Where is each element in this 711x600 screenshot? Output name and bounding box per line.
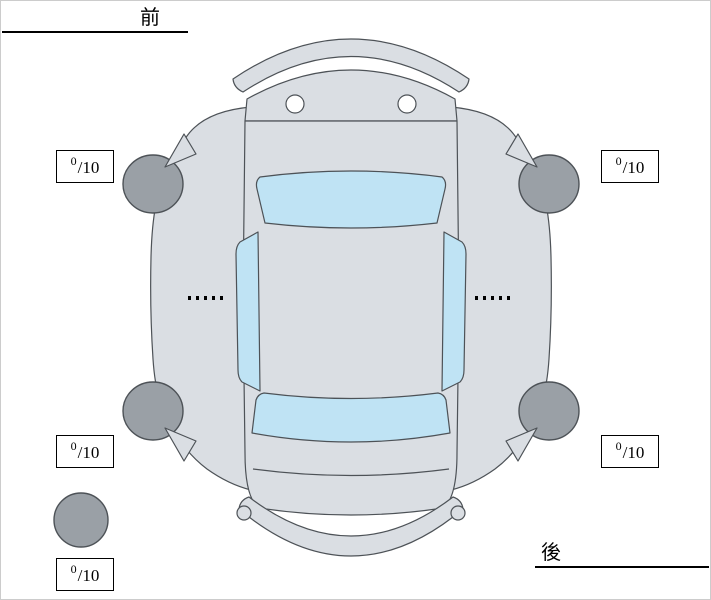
front-label: 前 xyxy=(140,5,160,29)
front-face-panel xyxy=(244,69,458,122)
front-right-fender-tip xyxy=(505,133,538,168)
windshield xyxy=(255,170,447,229)
front-left-lamp-circle xyxy=(285,94,305,114)
tread-value: 0 xyxy=(70,562,77,576)
front-right-lamp-circle xyxy=(397,94,417,114)
tread-denominator: /10 xyxy=(622,442,645,462)
trunk-seam-line xyxy=(252,468,450,477)
right-side-window xyxy=(441,231,467,392)
wheel-front-right xyxy=(518,154,580,214)
spare-tire xyxy=(53,492,109,548)
tread-score-spare: 0/10 xyxy=(56,558,114,591)
tread-value: 0 xyxy=(615,154,622,168)
rear-window xyxy=(251,392,451,443)
front-underline xyxy=(2,31,188,33)
wheel-rear-right xyxy=(518,381,580,441)
wheel-rear-left xyxy=(122,381,184,441)
tread-denominator: /10 xyxy=(77,442,100,462)
tread-score-front-right: 0/10 xyxy=(601,150,659,183)
tread-value: 0 xyxy=(70,154,77,168)
tread-score-front-left: 0/10 xyxy=(56,150,114,183)
tread-denominator: /10 xyxy=(622,157,645,177)
tread-denominator: /10 xyxy=(77,565,100,585)
rear-right-fender-tip xyxy=(505,427,538,462)
tread-denominator: /10 xyxy=(77,157,100,177)
rear-bumper-right-cap xyxy=(450,505,466,521)
front-bumper xyxy=(232,38,470,93)
rear-left-fender-tip xyxy=(164,427,197,462)
tread-value: 0 xyxy=(70,439,77,453)
front-left-fender-tip xyxy=(164,133,197,168)
rear-bumper-left-cap xyxy=(236,505,252,521)
tread-score-rear-right: 0/10 xyxy=(601,435,659,468)
wheel-front-left xyxy=(122,154,184,214)
left-side-window xyxy=(235,231,261,392)
rear-underline xyxy=(535,566,709,568)
tread-score-rear-left: 0/10 xyxy=(56,435,114,468)
rear-bumper xyxy=(238,496,464,557)
rear-label: 後 xyxy=(541,540,561,564)
tread-value: 0 xyxy=(615,439,622,453)
